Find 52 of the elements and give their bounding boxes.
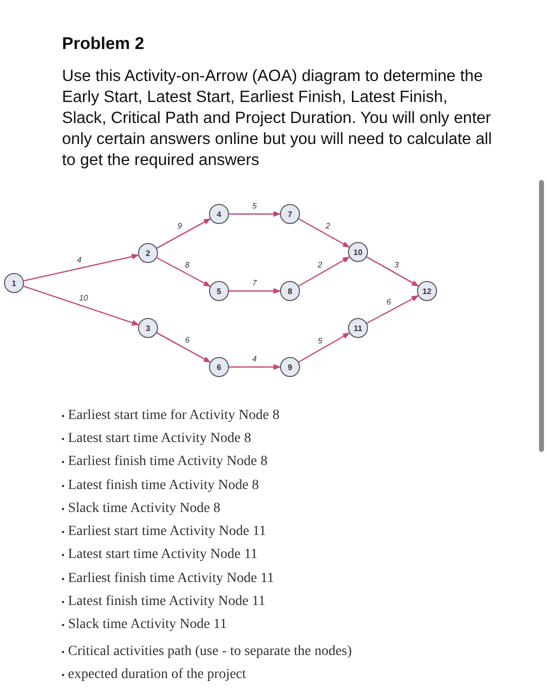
question-item: Slack time Activity Node 11 xyxy=(62,614,280,637)
arrow xyxy=(24,254,139,282)
arrow xyxy=(298,332,350,363)
edge-label: 6 xyxy=(386,298,392,307)
event-node: 1 xyxy=(4,273,24,293)
question-item: Earliest finish time Activity Node 8 xyxy=(62,450,280,474)
event-node: 9 xyxy=(280,357,300,377)
question-item: Slack time Activity Node 8 xyxy=(62,497,280,520)
question-item: Earliest start time Activity Node 11 xyxy=(62,520,280,544)
event-node: 6 xyxy=(209,357,229,377)
event-node: 12 xyxy=(417,281,437,301)
edge-label: 2 xyxy=(316,260,324,270)
edge-label: 6 xyxy=(184,336,191,345)
arrow xyxy=(156,332,211,363)
arrow xyxy=(229,211,281,217)
arrow xyxy=(298,218,350,248)
event-node: 5 xyxy=(209,281,229,301)
event-node: 11 xyxy=(348,318,368,338)
arrow xyxy=(298,256,350,287)
edge-label: 10 xyxy=(78,293,89,302)
edge-label: 4 xyxy=(76,256,82,265)
question-item: Latest start time Activity Node 8 xyxy=(62,427,280,451)
edge-label: 9 xyxy=(176,222,183,231)
edge-label: 8 xyxy=(184,260,190,270)
arrow xyxy=(366,295,419,324)
edge-label: 5 xyxy=(316,336,324,346)
arrow xyxy=(23,286,140,326)
event-node: 3 xyxy=(138,318,158,338)
question-item: Latest finish time Activity Node 8 xyxy=(62,474,280,498)
question-item: Critical activities path (use - to separate the nodes) xyxy=(62,640,352,664)
instructions-paragraph: Use this Activity-on-Arrow (AOA) diagram to determine the Early Start, Latest Start, Earliest Finish, Latest Finish, Slack, Critical Path and Project Duration. You will only enter only certain answers online but you will need to calculate all to get the required answers xyxy=(62,66,492,171)
event-node: 4 xyxy=(209,204,229,224)
question-item: expected duration of the project xyxy=(62,663,352,687)
arrow xyxy=(156,218,211,249)
question-item: Latest finish time Activity Node 11 xyxy=(62,590,280,614)
event-node: 10 xyxy=(348,242,368,262)
edge-label: 4 xyxy=(251,354,258,364)
arrow xyxy=(229,288,281,294)
question-item: Latest start time Activity Node 11 xyxy=(62,544,280,568)
edge-label: 2 xyxy=(324,222,332,231)
edge-label: 7 xyxy=(251,278,258,288)
event-node: 2 xyxy=(138,243,158,263)
event-node: 8 xyxy=(280,281,300,301)
question-item: Earliest finish time Activity Node 11 xyxy=(62,567,280,590)
arrow xyxy=(156,257,211,287)
edge-label: 3 xyxy=(393,260,400,270)
heading: Problem 2 xyxy=(62,34,144,54)
question-item: Earliest start time for Activity Node 8 xyxy=(62,404,280,428)
arrow xyxy=(229,364,281,370)
event-node: 7 xyxy=(280,204,300,224)
edge-label: 5 xyxy=(251,202,258,210)
arrow xyxy=(366,256,419,287)
